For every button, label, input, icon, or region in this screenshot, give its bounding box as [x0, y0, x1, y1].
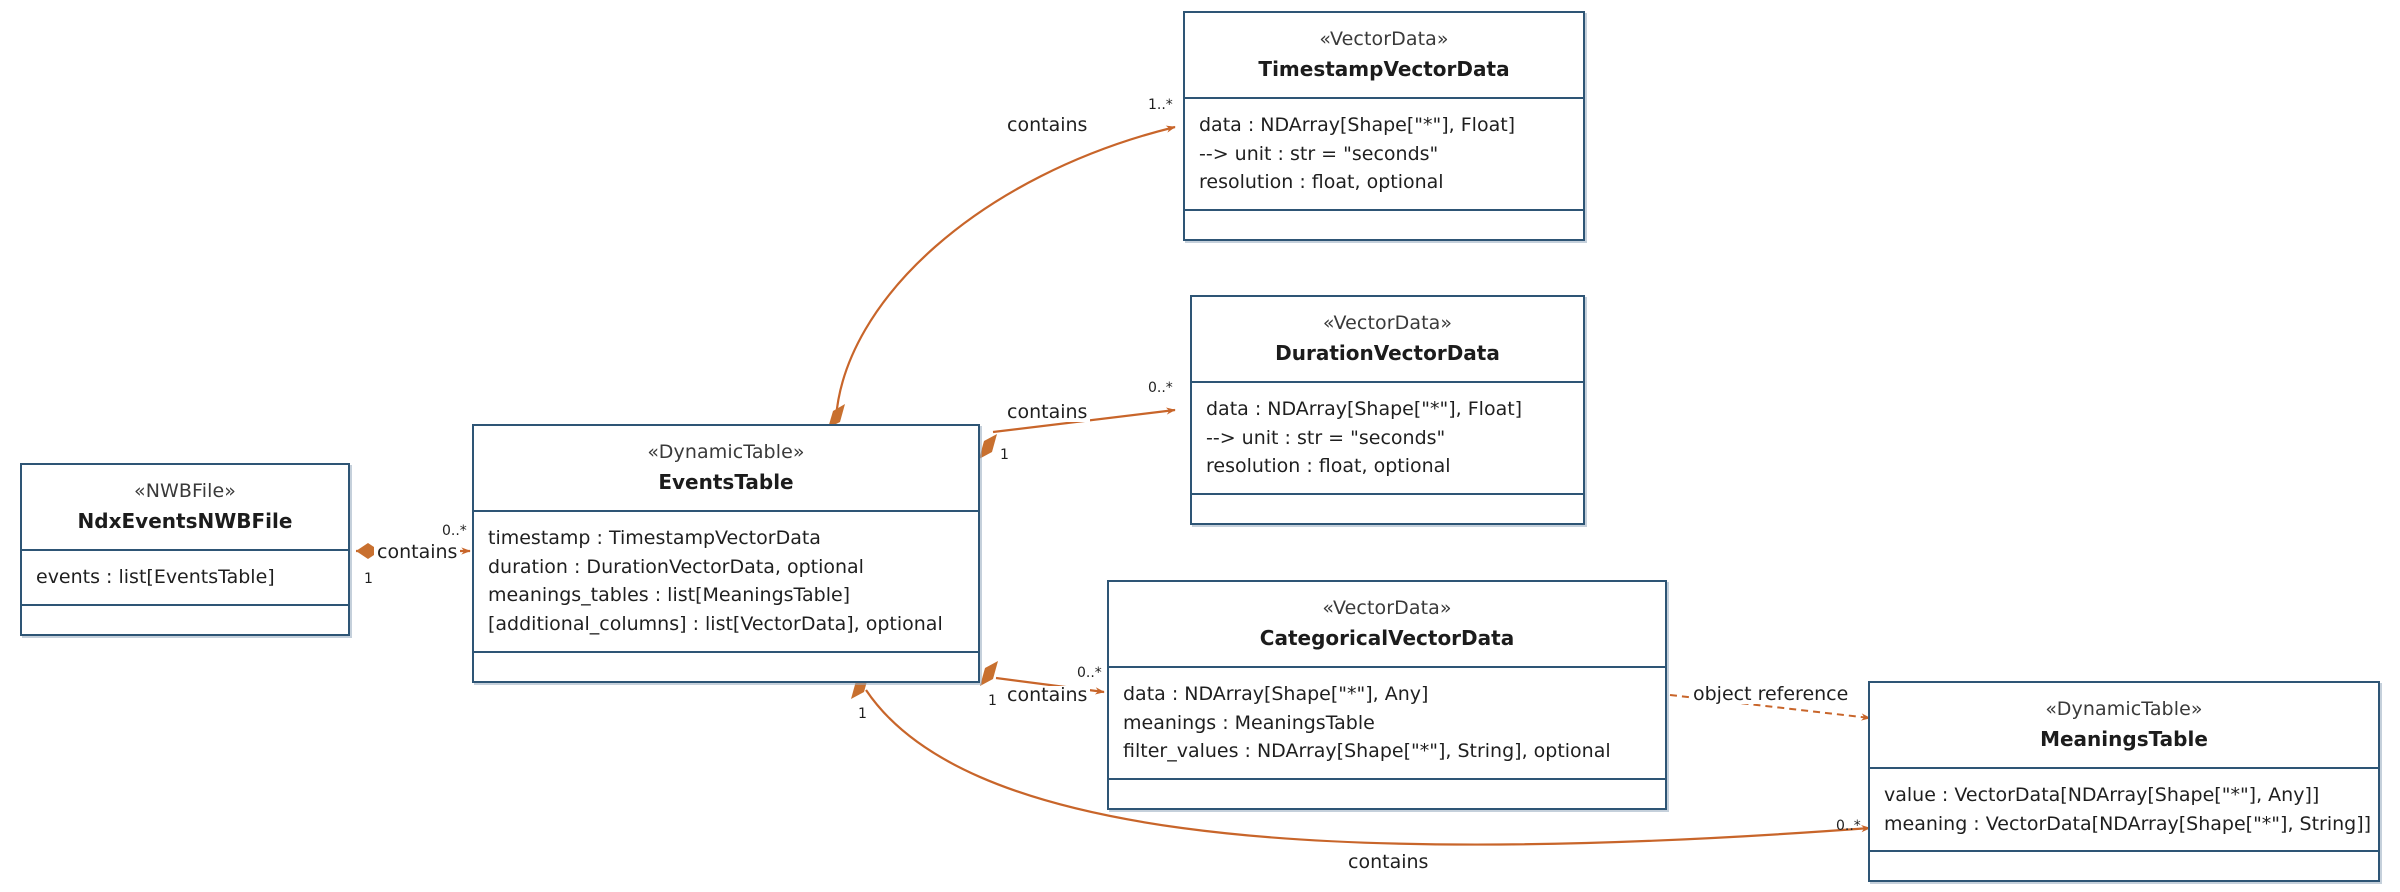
- class-header-events-table: «DynamicTable» EventsTable: [474, 426, 978, 512]
- class-name: CategoricalVectorData: [1259, 625, 1515, 650]
- class-header-ndx-events-nwbfile: «NWBFile» NdxEventsNWBFile: [22, 465, 348, 551]
- mult-source-eventstable-to-meaningstable: 1: [858, 706, 867, 722]
- class-box-timestamp-vector-data[interactable]: «VectorData» TimestampVectorData data : …: [1183, 11, 1585, 242]
- class-attribute: data : NDArray[Shape["*"], Float]: [1199, 113, 1516, 136]
- mult-target-eventstable-to-duration: 0..*: [1148, 380, 1173, 396]
- class-box-meanings-table[interactable]: «DynamicTable» MeaningsTable value : Vec…: [1868, 681, 2380, 883]
- class-stereotype: «VectorData»: [1322, 597, 1452, 619]
- class-attribute: data : NDArray[Shape["*"], Float]: [1206, 397, 1523, 420]
- class-name: NdxEventsNWBFile: [77, 508, 293, 533]
- class-attribute: meanings_tables : list[MeaningsTable]: [488, 584, 851, 607]
- class-attributes-ndx-events-nwbfile: events : list[EventsTable]: [22, 551, 348, 606]
- edge-label-eventstable-to-timestamp: contains: [1004, 116, 1091, 135]
- class-stereotype: «DynamicTable»: [2045, 698, 2203, 720]
- class-operations-meanings-table: [1870, 852, 2378, 880]
- edge-label-eventstable-to-duration: contains: [1004, 403, 1091, 422]
- mult-target-nwbfile-to-eventstable: 0..*: [442, 523, 467, 539]
- class-header-meanings-table: «DynamicTable» MeaningsTable: [1870, 683, 2378, 769]
- mult-source-eventstable-to-categorical: 1: [988, 693, 997, 709]
- class-attributes-events-table: timestamp : TimestampVectorData duration…: [474, 512, 978, 654]
- class-name: EventsTable: [658, 469, 794, 494]
- class-operations-categorical-vector-data: [1109, 780, 1665, 808]
- mult-target-eventstable-to-categorical: 0..*: [1077, 665, 1102, 681]
- class-attribute: data : NDArray[Shape["*"], Any]: [1123, 682, 1429, 705]
- class-attribute: meaning : VectorData[NDArray[Shape["*"],…: [1884, 812, 2372, 835]
- class-operations-events-table: [474, 653, 978, 681]
- class-attributes-meanings-table: value : VectorData[NDArray[Shape["*"], A…: [1870, 769, 2378, 853]
- class-attribute: --> unit : str = "seconds": [1199, 142, 1439, 165]
- class-box-duration-vector-data[interactable]: «VectorData» DurationVectorData data : N…: [1190, 295, 1585, 526]
- class-attribute: resolution : float, optional: [1199, 171, 1444, 194]
- class-header-duration-vector-data: «VectorData» DurationVectorData: [1192, 297, 1583, 383]
- class-attribute: filter_values : NDArray[Shape["*"], Stri…: [1123, 740, 1611, 763]
- class-attribute: resolution : float, optional: [1206, 455, 1451, 478]
- class-attributes-duration-vector-data: data : NDArray[Shape["*"], Float] --> un…: [1192, 383, 1583, 496]
- class-attribute: meanings : MeaningsTable: [1123, 711, 1375, 734]
- class-header-categorical-vector-data: «VectorData» CategoricalVectorData: [1109, 582, 1665, 668]
- class-attribute: value : VectorData[NDArray[Shape["*"], A…: [1884, 783, 2320, 806]
- class-attribute: --> unit : str = "seconds": [1206, 426, 1446, 449]
- class-attribute: duration : DurationVectorData, optional: [488, 555, 864, 578]
- class-header-timestamp-vector-data: «VectorData» TimestampVectorData: [1185, 13, 1583, 99]
- mult-target-eventstable-to-meaningstable: 0..*: [1836, 818, 1861, 834]
- class-box-categorical-vector-data[interactable]: «VectorData» CategoricalVectorData data …: [1107, 580, 1667, 811]
- class-box-ndx-events-nwbfile[interactable]: «NWBFile» NdxEventsNWBFile events : list…: [20, 463, 350, 636]
- edge-label-nwbfile-to-eventstable: contains: [374, 543, 461, 562]
- class-name: TimestampVectorData: [1258, 56, 1510, 81]
- class-operations-duration-vector-data: [1192, 495, 1583, 523]
- class-attribute: timestamp : TimestampVectorData: [488, 526, 821, 549]
- edge-label-eventstable-to-meaningstable: contains: [1345, 853, 1432, 872]
- class-name: MeaningsTable: [2040, 726, 2208, 751]
- mult-target-eventstable-to-timestamp: 1..*: [1148, 97, 1173, 113]
- class-stereotype: «VectorData»: [1319, 28, 1449, 50]
- class-operations-timestamp-vector-data: [1185, 211, 1583, 239]
- mult-source-nwbfile-to-eventstable: 1: [364, 571, 373, 587]
- class-stereotype: «VectorData»: [1322, 312, 1453, 334]
- class-box-events-table[interactable]: «DynamicTable» EventsTable timestamp : T…: [472, 424, 980, 684]
- edge-label-eventstable-to-categorical: contains: [1004, 686, 1091, 705]
- class-attribute: [additional_columns] : list[VectorData],…: [488, 613, 943, 636]
- class-stereotype: «DynamicTable»: [647, 441, 805, 463]
- class-stereotype: «NWBFile»: [134, 480, 236, 502]
- class-operations-ndx-events-nwbfile: [22, 606, 348, 634]
- class-attributes-timestamp-vector-data: data : NDArray[Shape["*"], Float] --> un…: [1185, 99, 1583, 212]
- mult-source-eventstable-to-duration: 1: [1000, 447, 1009, 463]
- class-attributes-categorical-vector-data: data : NDArray[Shape["*"], Any] meanings…: [1109, 668, 1665, 781]
- class-name: DurationVectorData: [1275, 340, 1500, 365]
- edge-eventstable-to-timestamp: [828, 125, 1176, 428]
- edge-label-categorical-to-meaningstable: object reference: [1690, 685, 1852, 704]
- class-attribute: events : list[EventsTable]: [36, 565, 275, 588]
